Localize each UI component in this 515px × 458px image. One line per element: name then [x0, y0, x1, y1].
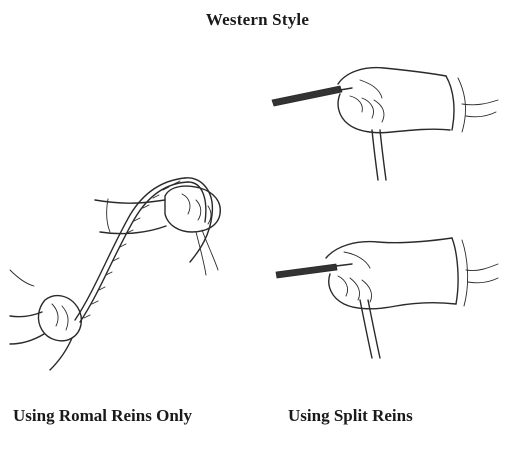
split-reins-bottom-group — [276, 238, 498, 358]
romal-reins-group — [10, 178, 220, 370]
caption-romal-reins: Using Romal Reins Only — [13, 405, 253, 427]
split-reins-top-group — [272, 68, 498, 180]
caption-split-reins: Using Split Reins — [288, 405, 508, 427]
